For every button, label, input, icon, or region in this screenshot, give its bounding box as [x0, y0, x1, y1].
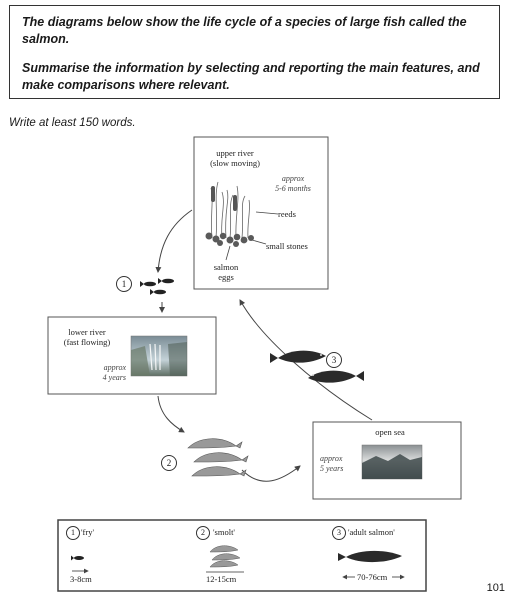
waterfall-streams: [149, 343, 161, 371]
legend-smolt-label: 'smolt': [213, 527, 235, 537]
eggs-pointer: [225, 245, 231, 261]
salmon-eggs-label: salmon eggs: [213, 262, 239, 283]
legend-adult-label: 'adult salmon': [348, 527, 395, 537]
small-stones-label: small stones: [266, 241, 308, 251]
sea-waves: [362, 454, 422, 479]
task-description: The diagrams below show the life cycle o…: [22, 15, 467, 46]
legend-smolt-icon: [209, 545, 241, 568]
legend-adult-number: 3: [332, 526, 346, 540]
task-instruction: Summarise the information by selecting a…: [22, 60, 480, 92]
cattail-icon: [211, 186, 215, 202]
stage-number-3: 3: [326, 352, 342, 368]
stage-number-2: 2: [161, 455, 177, 471]
waterfall-rock-left: [131, 346, 150, 376]
stage-number-1: 1: [116, 276, 132, 292]
word-count-instruction: Write at least 150 words.: [9, 117, 136, 129]
task-box: The diagrams below show the life cycle o…: [9, 5, 500, 99]
fry-fish-icon: [140, 278, 174, 295]
adult-salmon-icon: [270, 350, 364, 383]
reeds-pointer: [255, 211, 279, 215]
upper-river-duration: approx 5-6 months: [275, 174, 311, 193]
legend-smolt-size: 12-15cm: [206, 574, 237, 584]
reeds-icon: [210, 181, 250, 239]
page-number: 101: [486, 582, 505, 594]
legend-smolt-number: 2: [196, 526, 210, 540]
lower-river-title: lower river (fast flowing): [63, 327, 111, 348]
open-sea-duration: approx 5 years: [320, 454, 344, 473]
flow-arrow-lower-to-smolt: [157, 395, 185, 433]
cattail-icon: [233, 195, 237, 211]
legend-fry-size: 3-8cm: [70, 574, 92, 584]
stones-pointer: [251, 239, 267, 245]
legend-fry-label: 'fry': [81, 527, 94, 537]
waterfall-rock-right: [168, 342, 187, 376]
flow-arrow-sea-to-upper: [239, 299, 373, 421]
legend-adult-size: 70-76cm: [357, 572, 388, 582]
legend-fry-number: 1: [66, 526, 80, 540]
reeds-label: reeds: [278, 209, 296, 219]
small-stones-icon: [205, 232, 254, 247]
smolt-fish-icon: [187, 438, 249, 477]
flow-arrow-smolt-to-sea: [241, 465, 301, 482]
lower-river-duration: approx 4 years: [102, 363, 126, 382]
flow-arrow-upper-to-fry: [155, 209, 193, 273]
legend-adult-salmon-icon: [338, 550, 402, 563]
open-sea-title: open sea: [375, 427, 405, 437]
upper-river-title: upper river (slow moving): [210, 148, 260, 169]
legend-fry-icon: [71, 555, 84, 561]
